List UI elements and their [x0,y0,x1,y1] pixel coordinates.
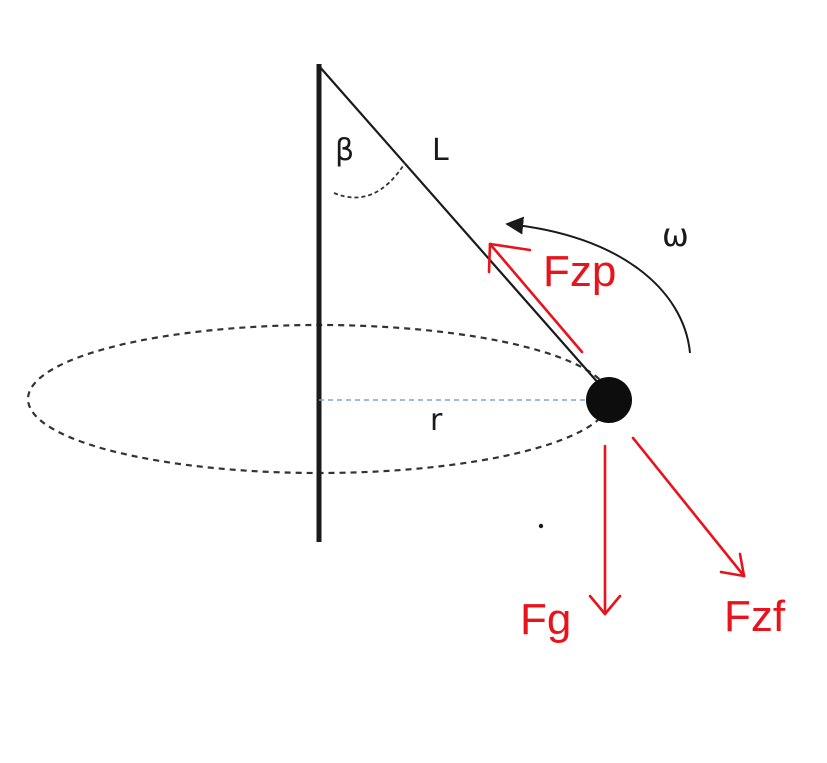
force-gravity-label: Fg [520,595,571,644]
angle-label: β [335,133,354,168]
small-dot [538,523,544,529]
angle-arc [333,162,406,199]
force-centripetal-label: Fzp [543,247,616,296]
angular-velocity-label: ω [662,216,689,254]
length-label: L [432,133,449,168]
force-centrifugal-arrow [631,436,746,578]
radius-label: r [430,403,443,438]
angular-velocity-arrow [505,216,691,354]
force-centrifugal-label: Fzf [724,592,786,641]
force-gravity-arrow [588,444,622,616]
pendulum-bob [586,377,632,423]
force-centripetal-arrow [487,242,584,354]
pendulum-string [318,65,601,386]
